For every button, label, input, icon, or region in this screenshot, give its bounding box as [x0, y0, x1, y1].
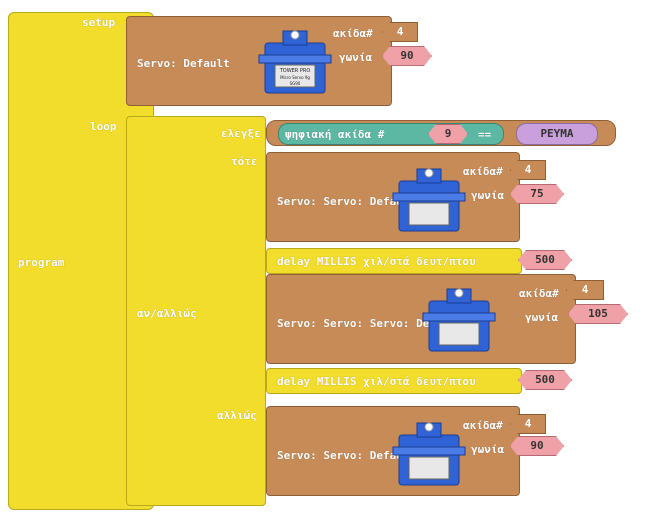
check-label: ελεγξε: [221, 127, 261, 140]
digital-pin-value[interactable]: 9: [428, 124, 468, 144]
digital-pin-label: ψηφιακή ακίδα #: [285, 128, 385, 141]
servo1-pin-value[interactable]: 4: [510, 160, 546, 180]
servo2-block[interactable]: Servo: Servo: Servo: Default ακίδα# γωνί…: [266, 274, 576, 364]
servo1-label: Servo: Servo: Default: [277, 195, 417, 208]
servo2-label: Servo: Servo: Servo: Default: [277, 317, 463, 330]
setup-pin-value[interactable]: 4: [382, 22, 418, 42]
loop-block[interactable]: αν/αλλιώς ελεγξε τότε αλλιώς: [126, 116, 266, 506]
servo3-angle-value[interactable]: 90: [510, 436, 564, 456]
servo3-block[interactable]: Servo: Servo: Default ακίδα# γωνία: [266, 406, 520, 496]
delay2-label: delay MILLIS χιλ/στά δευτ/πτου: [277, 375, 476, 388]
servo3-pin-value[interactable]: 4: [510, 414, 546, 434]
servo-motor-image: [422, 288, 496, 352]
servo2-angle-label: γωνία: [525, 311, 559, 324]
servo-motor-image: TOWER PRO Micro Servo 9g SG90: [258, 30, 332, 94]
setup-servo-block[interactable]: Servo: Default ακίδα# γωνία TOWER PRO Mi…: [126, 16, 392, 106]
servo2-pin-value[interactable]: 4: [566, 280, 604, 300]
servo1-pin-label: ακίδα#: [463, 165, 503, 178]
delay1-label: delay MILLIS χιλ/στά δευτ/πτου: [277, 255, 476, 268]
servo-code-text: SG90: [290, 81, 301, 86]
setup-angle-value[interactable]: 90: [382, 46, 432, 66]
compare-value-block[interactable]: ΡΕΥΜΑ: [516, 123, 598, 145]
digital-read-block[interactable]: ψηφιακή ακίδα #: [278, 123, 504, 145]
loop-label: loop: [90, 120, 117, 133]
delay1-value[interactable]: 500: [518, 250, 572, 270]
program-label: program: [18, 256, 65, 269]
then-label: τότε: [231, 155, 258, 168]
setup-label: setup: [82, 16, 116, 29]
servo1-angle-value[interactable]: 75: [510, 184, 564, 204]
delay2-block[interactable]: delay MILLIS χιλ/στά δευτ/πτου: [266, 368, 522, 394]
servo-model-text: Micro Servo 9g: [280, 75, 310, 80]
delay2-value[interactable]: 500: [518, 370, 572, 390]
servo2-angle-value[interactable]: 105: [568, 304, 628, 324]
servo1-block[interactable]: Servo: Servo: Default ακίδα# γωνία: [266, 152, 520, 242]
servo1-angle-label: γωνία: [471, 189, 505, 202]
servo-motor-image: [392, 168, 466, 232]
setup-angle-label: γωνία: [339, 51, 373, 64]
servo-brand-text: TOWER PRO: [279, 68, 311, 74]
else-label: αλλιώς: [217, 409, 257, 422]
servo3-pin-label: ακίδα#: [463, 419, 503, 432]
servo3-label: Servo: Servo: Default: [277, 449, 417, 462]
servo2-pin-label: ακίδα#: [519, 287, 559, 300]
servo3-angle-label: γωνία: [471, 443, 505, 456]
ifelse-label: αν/αλλιώς: [137, 307, 197, 320]
servo-motor-image: [392, 422, 466, 486]
delay1-block[interactable]: delay MILLIS χιλ/στά δευτ/πτου: [266, 248, 522, 274]
compare-operator: ==: [478, 128, 492, 141]
setup-servo-label: Servo: Default: [137, 57, 230, 70]
setup-pin-label: ακίδα#: [333, 27, 373, 40]
